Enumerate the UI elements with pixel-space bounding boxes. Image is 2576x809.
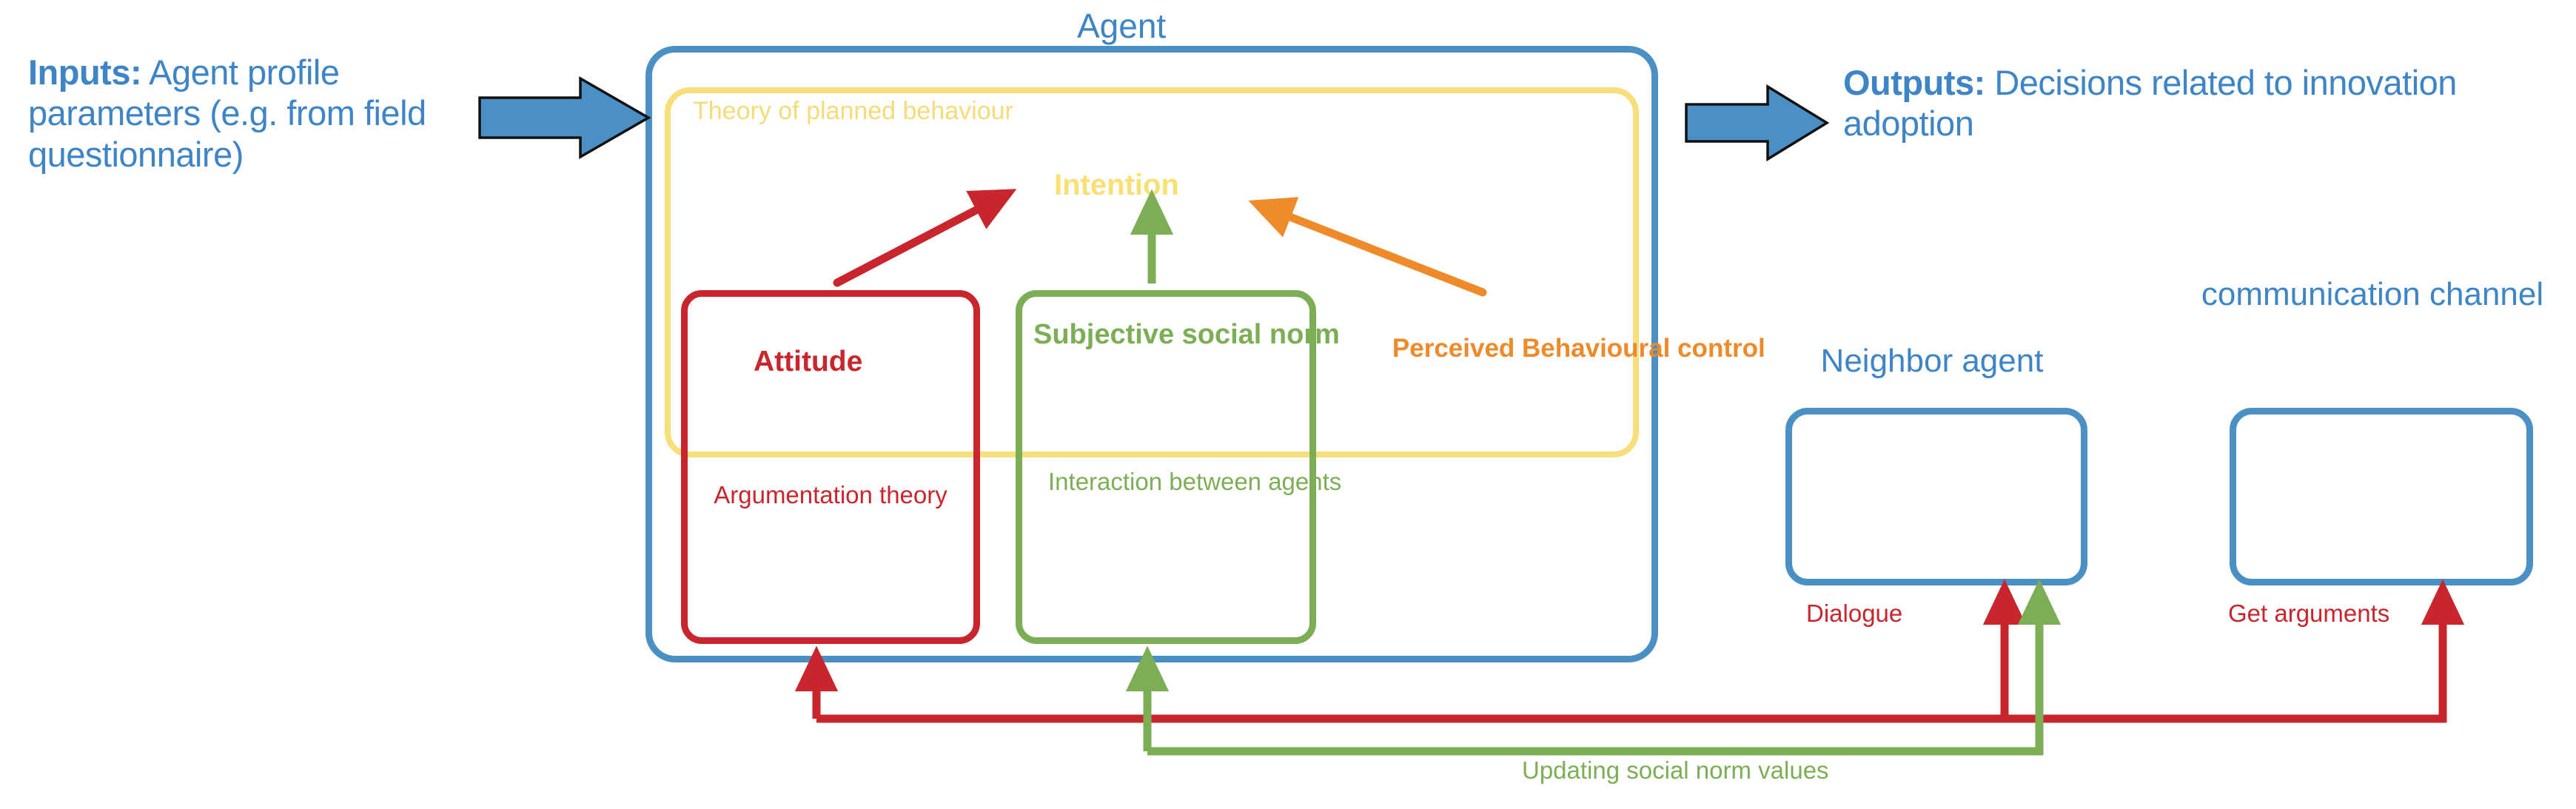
outputs-label: Outputs: <box>1843 63 1985 102</box>
inputs-label: Inputs: <box>28 53 142 92</box>
attitude-box <box>681 290 980 644</box>
perceived-behavioural-control-label: Perceived Behavioural control <box>1364 301 1765 396</box>
intention-label: Intention <box>1054 169 1179 201</box>
outputs-block-arrow <box>1685 84 1830 162</box>
agent-title: Agent <box>1077 7 1167 45</box>
subjective-social-norm-subtitle: Interaction between agents <box>1048 468 1342 495</box>
communication-channel-title: communication channel <box>2201 276 2544 312</box>
inputs-text: Agent profile parameters (e.g. from fiel… <box>28 53 426 174</box>
get-arguments-label: Get arguments <box>2228 600 2390 627</box>
neighbor-agent-title: Neighbor agent <box>1820 343 2044 379</box>
outputs-caption: Outputs: Decisions related to innovation… <box>1843 62 2458 144</box>
theory-of-planned-behaviour-box <box>665 87 1639 457</box>
attitude-title: Attitude <box>754 346 863 377</box>
subjective-social-norm-title: Subjective social norm <box>1033 319 1340 350</box>
communication-channel-box <box>2230 408 2533 585</box>
inputs-block-arrow <box>478 75 651 160</box>
dialogue-label: Dialogue <box>1806 600 1903 627</box>
perceived-behavioural-control-text: Perceived Behavioural control <box>1392 333 1765 363</box>
inputs-caption: Inputs: Agent profile parameters (e.g. f… <box>28 52 472 175</box>
theory-of-planned-behaviour-label: Theory of planned behaviour <box>693 97 1013 125</box>
attitude-subtitle: Argumentation theory <box>714 481 947 508</box>
neighbor-agent-box <box>1785 408 2087 585</box>
outputs-text: Decisions related to innovation adoption <box>1843 63 2457 144</box>
updating-social-norm-values-label: Updating social norm values <box>1522 756 1829 784</box>
